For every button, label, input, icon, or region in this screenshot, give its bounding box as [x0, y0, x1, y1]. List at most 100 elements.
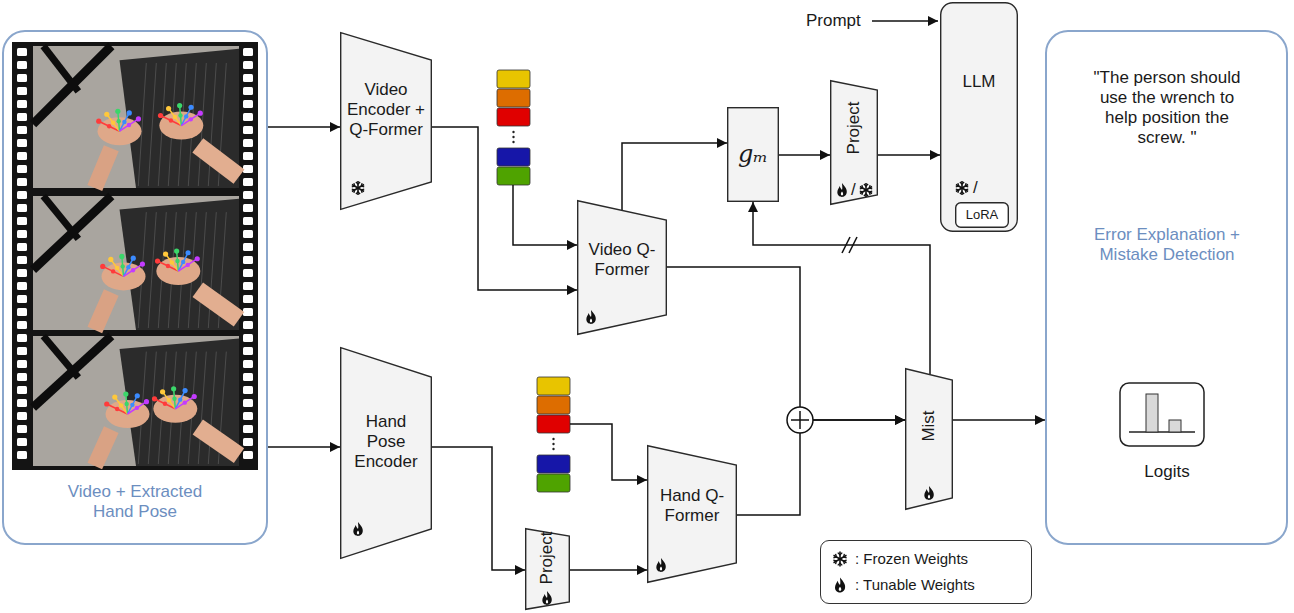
arrow-connector: [432, 447, 525, 570]
tunable-icon: [353, 522, 362, 536]
arrow-connector: [753, 202, 930, 374]
ellipsis-dot: [552, 438, 554, 440]
hand-keypoint: [115, 407, 119, 411]
hand: [153, 395, 197, 423]
sprocket-hole: [243, 438, 253, 446]
hand-keypoint: [172, 397, 176, 401]
flame-core: [357, 531, 359, 535]
sprocket-hole: [17, 191, 27, 199]
flame-shape: [542, 591, 551, 605]
snowflake-branch: [960, 192, 964, 194]
mesh-line: [198, 352, 206, 464]
frozen-icon: [955, 181, 969, 195]
hand-keypoint: [112, 394, 117, 399]
sum-circle: [787, 407, 813, 433]
sprocket-hole: [17, 48, 27, 56]
arrow-connector: [268, 126, 340, 128]
hand-keypoint: [119, 254, 124, 259]
token: [537, 474, 570, 492]
separator-label: /: [851, 180, 856, 200]
hand-keypoint: [155, 258, 160, 263]
frame-background: [33, 336, 239, 466]
flame-core: [590, 319, 592, 323]
hand-keypoint: [198, 111, 203, 116]
legend-text: : Tunable Weights: [855, 576, 975, 594]
hand-keypoint: [127, 123, 131, 127]
hand-keypoint: [192, 394, 197, 399]
sprocket-hole: [243, 386, 253, 394]
token: [537, 455, 570, 473]
sprocket-hole: [17, 386, 27, 394]
figure-part: [832, 553, 847, 564]
sprocket-hole: [17, 165, 27, 173]
snowflake-branch: [956, 188, 960, 193]
output-panel: "The person should use the wrench to hel…: [1045, 30, 1288, 545]
qformer-block: Hand Q-Former: [647, 445, 737, 583]
block-label: Video Encoder + Q-Former: [346, 80, 426, 140]
hand-skeleton: [181, 113, 200, 125]
panel-illustration: [1120, 383, 1204, 446]
snowflake-branch: [860, 185, 864, 190]
panel-text: Video + Extracted Hand Pose: [60, 482, 210, 522]
arrow-connector: [432, 127, 577, 290]
ellipsis-dot: [512, 136, 514, 138]
ellipsis-dot: [552, 448, 554, 450]
token-arrow: [513, 185, 577, 245]
token: [497, 70, 530, 88]
legend-text: : Frozen Weights: [855, 550, 968, 568]
hand-keypoint: [183, 400, 187, 404]
trapezoid-outline: [906, 369, 953, 510]
panel-text: "The person should use the wrench to hel…: [1082, 68, 1252, 148]
sprocket-hole: [243, 178, 253, 186]
figure-part: [351, 183, 365, 194]
flame-core: [928, 495, 930, 499]
snowflake-branch: [352, 188, 356, 193]
sprocket-hole: [17, 204, 27, 212]
video-frame: [33, 336, 239, 466]
snowflake-branch: [964, 183, 968, 188]
logits-axis: [1129, 431, 1195, 433]
llm-block: LoRALLM: [940, 2, 1018, 232]
figure-part: [955, 183, 969, 194]
snowflake-branch: [838, 563, 843, 565]
hand-keypoint: [185, 250, 190, 255]
separator-label: /: [973, 178, 978, 198]
sprocket-hole: [243, 204, 253, 212]
hand-keypoint: [116, 119, 120, 123]
tunable-icon: [924, 486, 933, 500]
sprocket-hole: [17, 126, 27, 134]
sprocket-hole: [17, 373, 27, 381]
tunable-icon: [656, 558, 665, 572]
trapezoid-outline: [526, 529, 570, 610]
sprocket-hole: [17, 113, 27, 121]
trapezoid-outline: [648, 446, 737, 583]
sum-stroke: [799, 411, 801, 429]
prompt-arrow: [872, 20, 938, 22]
forearm: [198, 427, 239, 456]
sprocket-hole: [243, 282, 253, 290]
trapezoid-outline: [578, 201, 667, 335]
snowflake-arm: [352, 185, 364, 192]
hand-keypoint: [166, 106, 171, 111]
hand-keypoint: [188, 105, 193, 110]
sprocket-hole: [17, 295, 27, 303]
hand-keypoint: [131, 268, 135, 272]
sprocket-hole: [17, 412, 27, 420]
snowflake-branch: [860, 190, 864, 195]
frozen-icon: [351, 181, 365, 195]
ellipsis-dot: [552, 443, 554, 445]
mesh-basket: [120, 49, 239, 188]
hand-keypoint: [170, 260, 174, 264]
sprocket-hole: [243, 269, 253, 277]
sprocket-hole: [243, 61, 253, 69]
hand-skeleton: [124, 264, 143, 276]
sprocket-hole: [17, 243, 27, 251]
snowflake-branch: [964, 188, 968, 193]
sprocket-hole: [17, 152, 27, 160]
flame-shape: [835, 578, 845, 593]
token: [497, 108, 530, 126]
hand-keypoint: [177, 103, 182, 108]
hand-keypoint: [152, 396, 157, 401]
arrow-connector: [779, 154, 830, 156]
